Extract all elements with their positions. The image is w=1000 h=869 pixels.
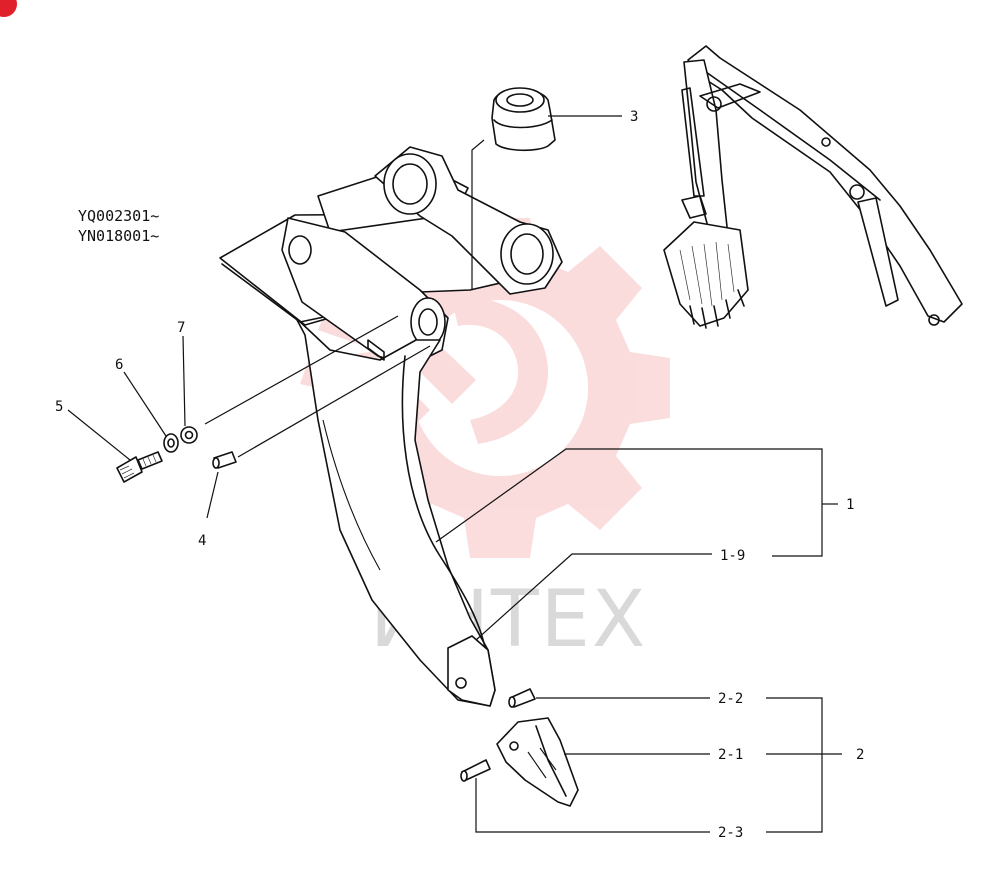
nut-part-7 — [180, 426, 198, 444]
callout-1-9: 1-9 — [720, 548, 745, 564]
leader-1-9 — [475, 553, 712, 641]
leader-3-axis — [471, 139, 485, 290]
callout-1: 1 — [846, 497, 854, 513]
callout-6: 6 — [115, 357, 123, 373]
callout-2-1: 2-1 — [718, 747, 743, 763]
callout-3: 3 — [630, 109, 638, 125]
leader-6 — [123, 371, 167, 437]
leader-1-bracket — [435, 448, 823, 557]
leader-2-3 — [475, 778, 710, 833]
serial-number-1: YQ002301~ — [78, 207, 159, 225]
serial-number-2: YN018001~ — [78, 227, 159, 245]
washer-part-6 — [163, 433, 179, 453]
pin-part-2-2 — [508, 688, 536, 708]
excavator-sketch — [663, 45, 963, 329]
callout-4: 4 — [198, 533, 206, 549]
tooth-point-part-2-1 — [496, 717, 579, 807]
leader-4 — [206, 471, 219, 519]
red-corner-badge-icon — [0, 0, 17, 17]
leader-2-bracket — [766, 697, 823, 833]
pin-part-4 — [212, 451, 237, 469]
bushing-part-3 — [491, 87, 556, 152]
callout-7: 7 — [177, 320, 185, 336]
pin-part-2-3 — [460, 759, 491, 782]
callout-2-3: 2-3 — [718, 825, 743, 841]
ripper-shank-drawing — [219, 146, 563, 707]
bolt-part-5 — [116, 451, 163, 483]
callout-2: 2 — [856, 747, 864, 763]
callout-2-2: 2-2 — [718, 691, 743, 707]
callout-5: 5 — [55, 399, 63, 415]
leader-7 — [182, 335, 186, 427]
leader-5 — [67, 409, 131, 461]
